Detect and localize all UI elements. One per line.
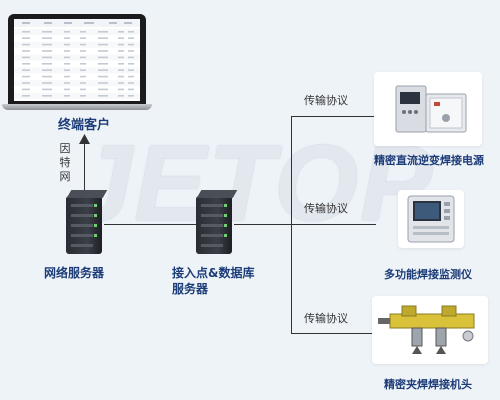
monitor-device-icon xyxy=(407,195,455,243)
protocol-label-1: 传输协议 xyxy=(304,94,348,107)
protocol-label-3: 传输协议 xyxy=(304,312,348,325)
monitor-device-label: 多功能焊接监测仪 xyxy=(384,268,472,281)
welding-head-icon xyxy=(378,305,475,354)
power-supply-label: 精密直流逆变焊接电源 xyxy=(374,154,484,167)
access-db-server-label-line2: 服务器 xyxy=(172,282,209,296)
branch-line-2 xyxy=(291,224,376,225)
network-server-label: 网络服务器 xyxy=(44,266,105,280)
branch-line-3 xyxy=(291,333,376,334)
power-supply-icon xyxy=(395,85,467,133)
network-server-icon xyxy=(66,190,108,254)
access-db-server-label-line1: 接入点&数据库 xyxy=(172,266,255,280)
server-link-line xyxy=(104,224,196,225)
internet-link-line xyxy=(84,142,85,192)
protocol-label-2: 传输协议 xyxy=(304,202,348,215)
device-bus-line xyxy=(291,116,292,334)
access-db-server-icon xyxy=(196,190,238,254)
laptop-icon xyxy=(2,2,152,112)
monitor-device-card xyxy=(398,190,464,248)
power-supply-card xyxy=(374,72,482,146)
internet-label: 因特网 xyxy=(59,142,71,183)
arrow-up-icon xyxy=(79,134,90,144)
terminal-client-label: 终端客户 xyxy=(58,118,111,133)
branch-line-1 xyxy=(291,116,376,117)
welding-head-label: 精密夹焊焊接机头 xyxy=(384,378,472,391)
welding-head-card xyxy=(372,296,488,364)
bus-link-line xyxy=(234,224,292,225)
